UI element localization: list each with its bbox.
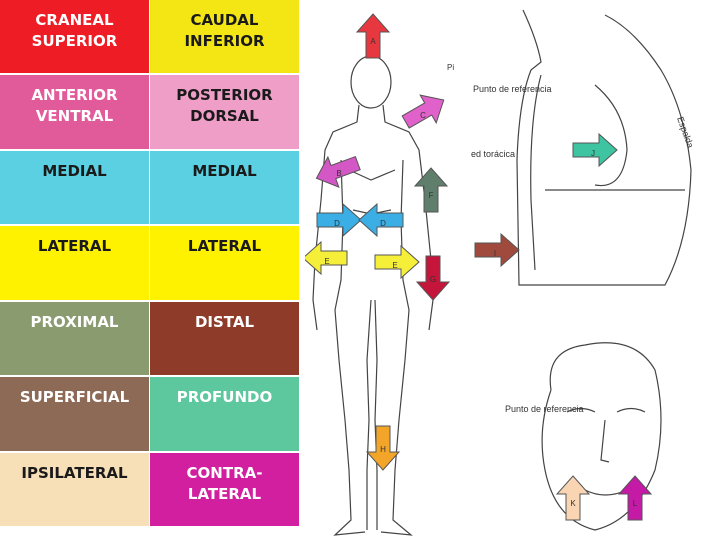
arrow-g: G xyxy=(415,255,451,301)
arrow-e1: E xyxy=(305,240,348,276)
arrow-b: B xyxy=(315,155,361,188)
term-left-1: ANTERIOR VENTRAL xyxy=(0,75,150,151)
human-body-outline xyxy=(312,55,434,536)
arrow-a: A xyxy=(355,13,391,59)
term-right-0: CAUDAL INFERIOR xyxy=(150,0,300,76)
arrow-d1: D xyxy=(316,202,362,238)
term-right-1: POSTERIOR DORSAL xyxy=(150,75,300,151)
arrow-label-k: K xyxy=(570,499,576,508)
term-left-2: MEDIAL xyxy=(0,150,150,227)
arrow-j: J xyxy=(572,132,618,168)
arrow-label-j: J xyxy=(591,149,595,158)
arrow-label-h: H xyxy=(380,445,386,454)
arrow-label-d1: D xyxy=(334,219,340,228)
arrow-label-i: I xyxy=(494,249,496,258)
arrow-h: H xyxy=(365,425,401,471)
thorax-section-drawing xyxy=(516,9,692,286)
face-drawing xyxy=(541,342,662,531)
arrow-label-g: G xyxy=(430,275,436,284)
arrow-l: L xyxy=(617,475,653,521)
arrow-label-f: F xyxy=(429,191,434,200)
term-right-2: MEDIAL xyxy=(150,150,300,227)
arrow-d2: D xyxy=(358,202,404,238)
anatomy-figure: A B C D D E E F G H I J K L Punto de referencia ed to… xyxy=(305,9,696,536)
term-right-3: LATERAL xyxy=(150,226,300,302)
arrow-e2: E xyxy=(374,244,420,280)
arrow-label-l: L xyxy=(633,499,638,508)
arrow-label-d2: D xyxy=(380,219,386,228)
espalda-label: Espalda xyxy=(675,115,696,149)
punto-referencia-1: Punto de referencia xyxy=(473,84,552,94)
arrow-k: K xyxy=(555,475,591,521)
arrow-c: C xyxy=(401,94,445,129)
term-left-6: IPSILATERAL xyxy=(0,452,150,528)
arrow-i: I xyxy=(474,232,520,268)
arrow-label-e2: E xyxy=(392,261,397,270)
term-right-6: CONTRA- LATERAL xyxy=(150,452,300,528)
pared-toracica: ed torácica xyxy=(471,149,515,159)
term-right-5: PROFUNDO xyxy=(150,377,300,453)
arrow-label-c: C xyxy=(420,111,426,120)
arrow-label-a: A xyxy=(370,37,376,46)
arrow-label-e1: E xyxy=(324,257,329,266)
term-left-5: SUPERFICIAL xyxy=(0,377,150,453)
arrow-f: F xyxy=(413,167,449,213)
term-left-3: LATERAL xyxy=(0,226,150,302)
arrow-label-b: B xyxy=(336,169,341,178)
pi-label: Pi xyxy=(447,63,454,72)
term-left-0: CRANEAL SUPERIOR xyxy=(0,0,150,76)
term-left-4: PROXIMAL xyxy=(0,301,150,378)
term-right-4: DISTAL xyxy=(150,301,300,378)
punto-referencia-2: Punto de referencia xyxy=(505,404,584,414)
